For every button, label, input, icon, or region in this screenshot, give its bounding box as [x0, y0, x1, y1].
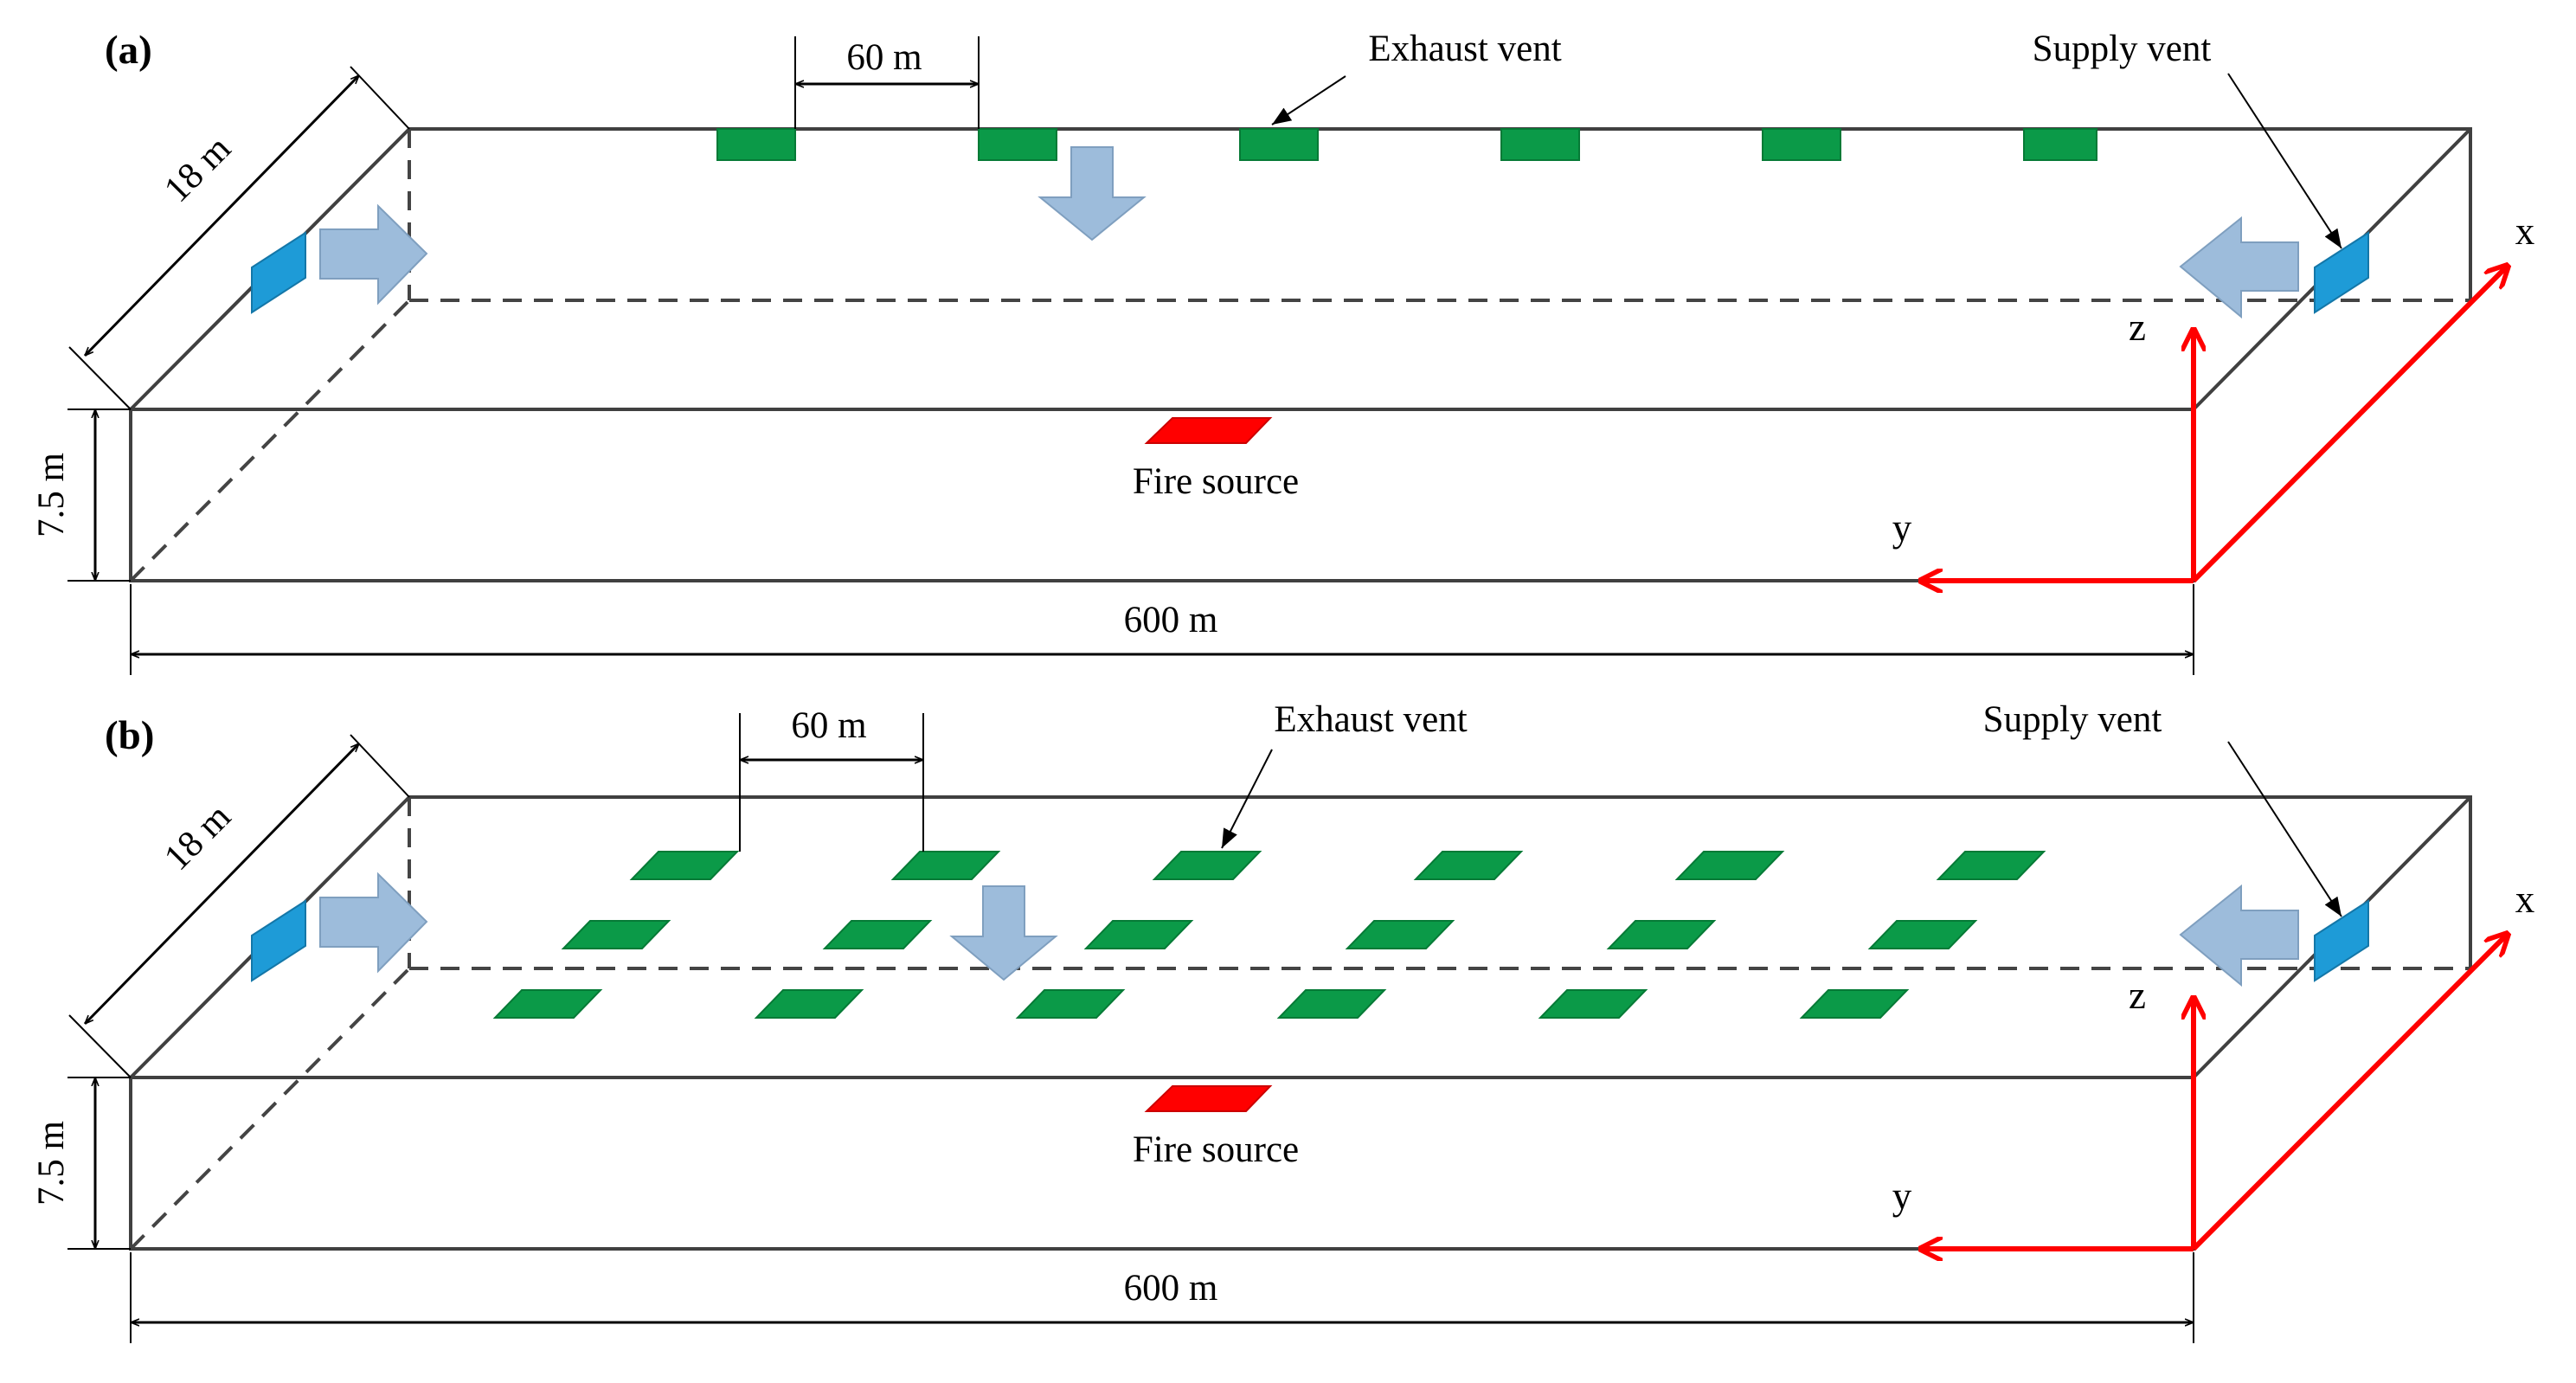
axis-x-label: x — [2515, 209, 2535, 253]
exhaust-vent-leader — [1221, 749, 1273, 849]
fire-source-label: Fire source — [1133, 1129, 1299, 1170]
exhaust-vent — [1413, 851, 1524, 880]
width-label: 18 m — [157, 128, 239, 210]
spacing-label: 60 m — [846, 37, 922, 78]
exhaust-vent — [1606, 920, 1717, 949]
panel-a-tag: (a) — [105, 28, 152, 73]
spacing-dimension — [739, 713, 924, 852]
height-label: 7.5 m — [31, 1121, 72, 1206]
exhaust-vent — [2023, 128, 2097, 161]
exhaust-vent — [561, 920, 671, 949]
exhaust-vent — [754, 989, 864, 1019]
axis-x-label: x — [2515, 878, 2535, 921]
panel-b-tag: (b) — [105, 713, 154, 758]
exhaust-vent — [1762, 128, 1841, 161]
exhaust-vent — [1083, 920, 1194, 949]
height-label: 7.5 m — [31, 453, 72, 537]
supply-vent-label: Supply vent — [1983, 699, 2162, 740]
axis-y-label: y — [1892, 1174, 1912, 1218]
exhaust-flow-arrow — [949, 885, 1058, 981]
exhaust-vent — [1500, 128, 1580, 161]
exhaust-vent — [1674, 851, 1785, 880]
exhaust-vent — [492, 989, 603, 1019]
exhaust-vent — [629, 851, 740, 880]
panel-b: (b) — [31, 699, 2534, 1343]
exhaust-vent — [822, 920, 933, 949]
axis-z-label: z — [2129, 974, 2146, 1017]
exhaust-vent — [1239, 128, 1319, 161]
exhaust-vents — [716, 128, 2097, 161]
exhaust-vent — [1345, 920, 1455, 949]
spacing-dimension — [794, 36, 980, 129]
exhaust-vent — [1799, 989, 1910, 1019]
exhaust-vent — [890, 851, 1001, 880]
exhaust-vent — [1152, 851, 1262, 880]
exhaust-vent — [716, 128, 796, 161]
panel-a: (a) 60 m Exhaust vent Supply vent 18 m 7… — [31, 28, 2534, 675]
exhaust-vents — [492, 851, 2046, 1019]
axis-y-label: y — [1892, 506, 1912, 550]
exhaust-vent — [1936, 851, 2046, 880]
axis-z-label: z — [2129, 306, 2146, 349]
exhaust-vent-label: Exhaust vent — [1274, 699, 1467, 740]
exhaust-vent — [1867, 920, 1978, 949]
width-label: 18 m — [157, 796, 239, 878]
exhaust-vent — [978, 128, 1057, 161]
length-label: 600 m — [1124, 600, 1218, 640]
exhaust-vent — [1276, 989, 1387, 1019]
exhaust-vent-label: Exhaust vent — [1368, 29, 1561, 69]
supply-vent-label: Supply vent — [2033, 29, 2212, 69]
exhaust-flow-arrow — [1037, 146, 1147, 241]
exhaust-vent — [1538, 989, 1648, 1019]
fire-source-label: Fire source — [1133, 461, 1299, 502]
length-label: 600 m — [1124, 1268, 1218, 1309]
exhaust-vent-leader — [1271, 75, 1346, 125]
spacing-label: 60 m — [791, 705, 866, 746]
exhaust-vent — [1015, 989, 1126, 1019]
